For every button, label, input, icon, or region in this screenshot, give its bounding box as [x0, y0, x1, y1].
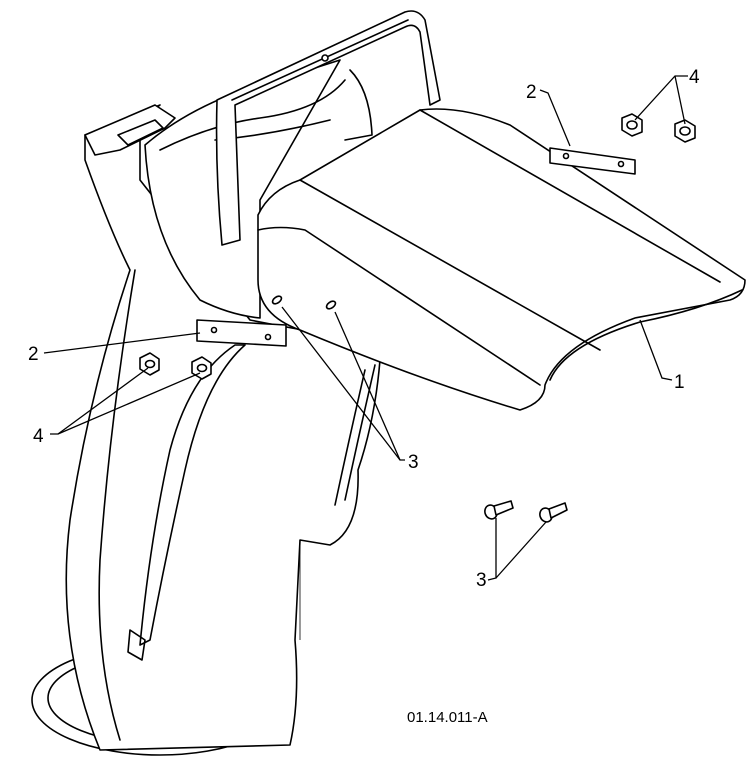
- leader-3-mid-b: [334, 311, 401, 461]
- top-tab-slot: [117, 119, 164, 146]
- plate-top: [549, 147, 636, 175]
- bracket-hole: [321, 54, 329, 62]
- leader-4-left-b: [57, 372, 201, 435]
- nut-top-left: [621, 113, 643, 137]
- flange-lower-tab: [127, 629, 146, 661]
- screw-b: [539, 502, 568, 523]
- figure-reference-code: 01.14.011-A: [407, 709, 488, 726]
- leader-2-left: [43, 332, 201, 354]
- chute-rib-a: [344, 364, 376, 501]
- support-bracket: [215, 10, 441, 246]
- lower-chute: [31, 104, 391, 756]
- callout-3-low: 3: [476, 570, 487, 591]
- callout-1: 1: [674, 372, 685, 393]
- screw-a: [484, 500, 514, 520]
- spout-body: [257, 108, 746, 411]
- plate-top-part-2: [549, 147, 636, 175]
- nuts-part-4: [139, 113, 696, 380]
- callout-3-mid: 3: [408, 452, 419, 473]
- spout-lip-inner: [549, 289, 743, 381]
- plate-left: [196, 319, 287, 347]
- nut-left-b: [191, 356, 212, 380]
- spout-crease-line: [299, 179, 601, 351]
- spout-lower-edge: [257, 226, 541, 386]
- leader-lines: [43, 75, 688, 581]
- chute-rib-b: [334, 369, 366, 506]
- leader-3-low-a: [487, 518, 497, 581]
- callout-4-top: 4: [689, 67, 700, 88]
- plate-top-hole-b: [617, 160, 625, 168]
- spout-pin-right: [325, 300, 337, 310]
- spout-pin-left: [271, 295, 283, 305]
- screws-part-3: [484, 500, 568, 523]
- callout-2-left: 2: [28, 344, 39, 365]
- chute-collar: [144, 59, 373, 319]
- leader-3-low-b: [495, 521, 547, 579]
- spout-pins: [271, 295, 337, 310]
- plate-left-hole-a: [210, 326, 218, 334]
- leader-4-top-b: [674, 75, 686, 125]
- leader-2-top: [539, 89, 571, 147]
- deflector-spout-part-1: [257, 108, 746, 411]
- callout-2-top: 2: [526, 82, 537, 103]
- lower-chute-inner-flange: [139, 344, 246, 646]
- spout-top-highlight: [419, 109, 721, 283]
- nut-top-right: [674, 119, 696, 143]
- plate-left-hole-b: [264, 333, 272, 341]
- bracket-top-edge: [231, 19, 409, 101]
- plate-top-hole-a: [562, 152, 570, 160]
- plate-left-part-2: [196, 319, 287, 347]
- nut-left-a: [139, 352, 160, 376]
- collar-rim: [159, 79, 346, 151]
- collar-body: [144, 59, 341, 319]
- collar-opening-curve: [344, 69, 373, 141]
- lower-chute-front-rim: [98, 269, 136, 741]
- leader-1: [639, 319, 673, 381]
- callout-4-left: 4: [33, 426, 44, 447]
